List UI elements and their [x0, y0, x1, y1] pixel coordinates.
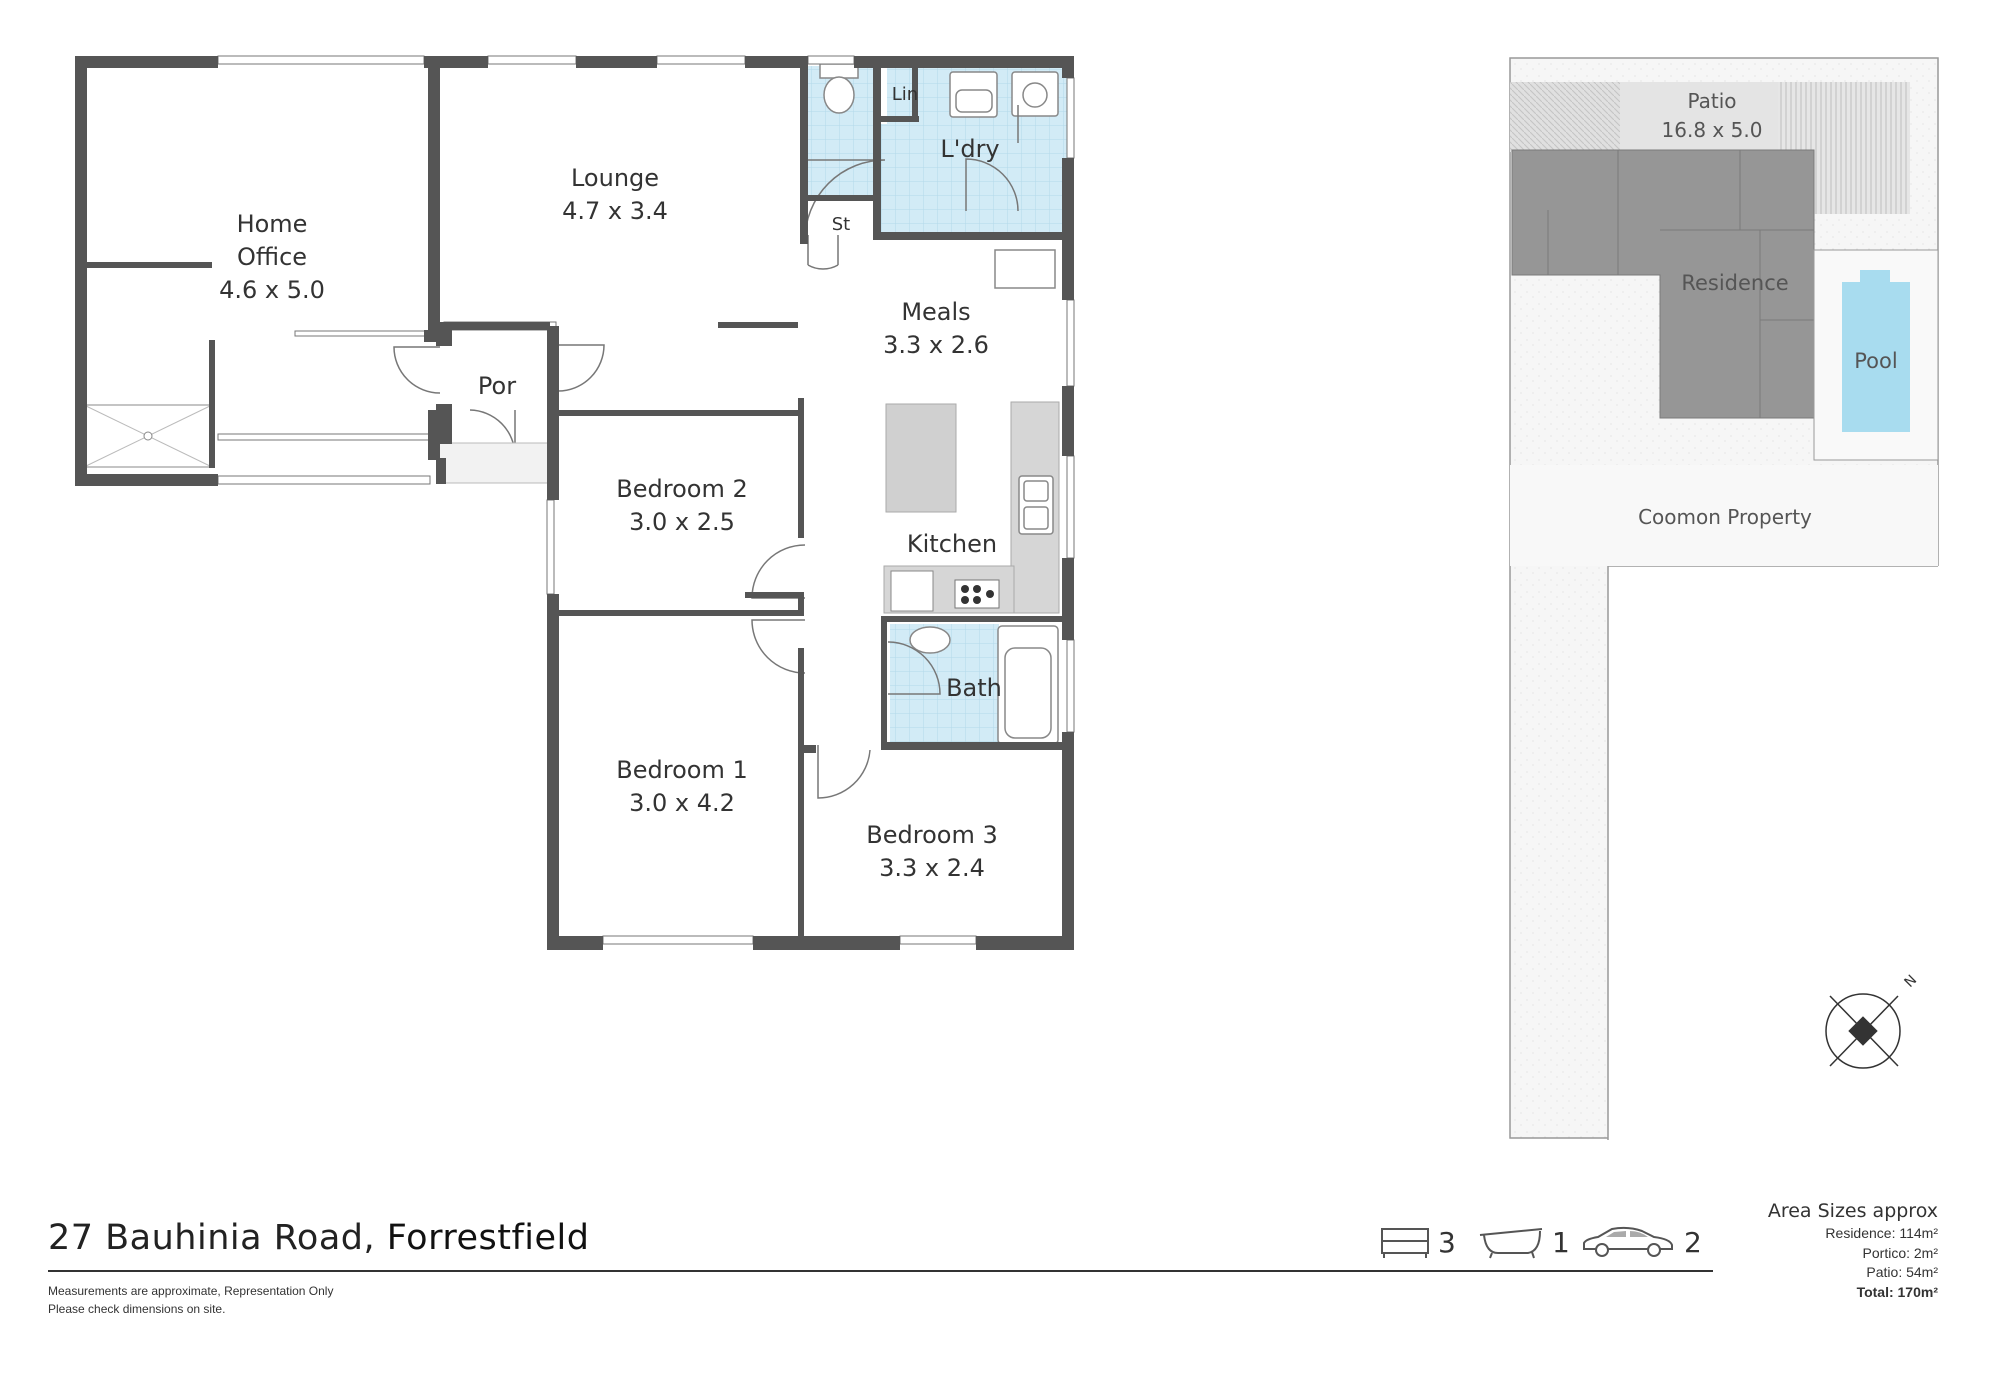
home-office-name-1: Home: [237, 210, 308, 238]
bed-icon: [1381, 1228, 1429, 1258]
residence-label: Residence: [1681, 271, 1788, 295]
address-street: 27 Bauhinia Road,: [48, 1218, 387, 1258]
bedroom2-name: Bedroom 2: [616, 475, 747, 503]
pool-shape: [1842, 282, 1910, 432]
property-address: 27 Bauhinia Road, Forrestfield: [48, 1218, 589, 1258]
laundry-name: L'dry: [940, 135, 999, 163]
walls: [75, 56, 1074, 950]
area-patio: Patio: 54m²: [1866, 1264, 1938, 1280]
bathroom-count: 1: [1478, 1222, 1570, 1262]
bath-fixtures-icon: [909, 625, 1059, 745]
meals-name: Meals: [901, 298, 970, 326]
disclaimer: Measurements are approximate, Representa…: [48, 1282, 333, 1318]
area-total: Total: 170m²: [1856, 1283, 1938, 1300]
room-labels: Home Office 4.6 x 5.0 Lounge 4.7 x 3.4 L…: [219, 84, 1002, 882]
lounge-size: 4.7 x 3.4: [562, 197, 668, 225]
disclaimer-line-1: Measurements are approximate, Representa…: [48, 1284, 334, 1298]
kitchen-name: Kitchen: [907, 530, 997, 558]
car-count: 2: [1580, 1222, 1702, 1262]
bedroom-count: 3: [1380, 1222, 1456, 1262]
residence-footprint: [1511, 149, 1815, 419]
sink-icon: [1018, 475, 1054, 535]
meals-size: 3.3 x 2.6: [883, 331, 989, 359]
site-plan: Patio 16.8 x 5.0 Residence Pool Coomon P…: [1509, 57, 1940, 1140]
shower-icon: [83, 404, 213, 468]
bedroom3-size: 3.3 x 2.4: [879, 854, 985, 882]
bathtub-icon: [1479, 1228, 1543, 1259]
store-name: St: [832, 214, 850, 235]
address-suburb: Forrestfield: [386, 1218, 590, 1258]
bedroom1-size: 3.0 x 4.2: [629, 789, 735, 817]
patio-size: 16.8 x 5.0: [1662, 118, 1763, 142]
area-residence: Residence: 114m²: [1825, 1225, 1938, 1241]
area-sizes: Area Sizes approx Residence: 114m² Porti…: [1768, 1198, 1938, 1302]
car-icon: [1583, 1226, 1673, 1257]
bedroom3-name: Bedroom 3: [866, 821, 997, 849]
home-office-size: 4.6 x 5.0: [219, 276, 325, 304]
car-count-value: 2: [1684, 1225, 1702, 1259]
lounge-name: Lounge: [571, 164, 659, 192]
home-office-name-2: Office: [237, 243, 307, 271]
bedroom2-size: 3.0 x 2.5: [629, 508, 735, 536]
laundry-fixtures-icon: [949, 71, 1059, 289]
bath-name: Bath: [946, 674, 1002, 702]
toilet-icon: [819, 63, 859, 114]
bedroom-count-value: 3: [1438, 1225, 1456, 1259]
disclaimer-line-2: Please check dimensions on site.: [48, 1302, 226, 1316]
bathroom-count-value: 1: [1552, 1225, 1570, 1259]
common-property-label: Coomon Property: [1638, 505, 1812, 529]
area-portico: Portico: 2m²: [1862, 1244, 1938, 1261]
bedroom1-name: Bedroom 1: [616, 756, 747, 784]
cooktop-icon: [954, 579, 1000, 609]
fridge-icon: [890, 570, 934, 612]
area-sizes-heading: Area Sizes approx: [1767, 1200, 1938, 1222]
pool-label: Pool: [1854, 349, 1897, 373]
patio-name: Patio: [1687, 89, 1736, 113]
porch-name: Por: [478, 372, 516, 400]
footer-rule: [48, 1270, 1713, 1272]
linen-name: Lin: [892, 84, 918, 105]
